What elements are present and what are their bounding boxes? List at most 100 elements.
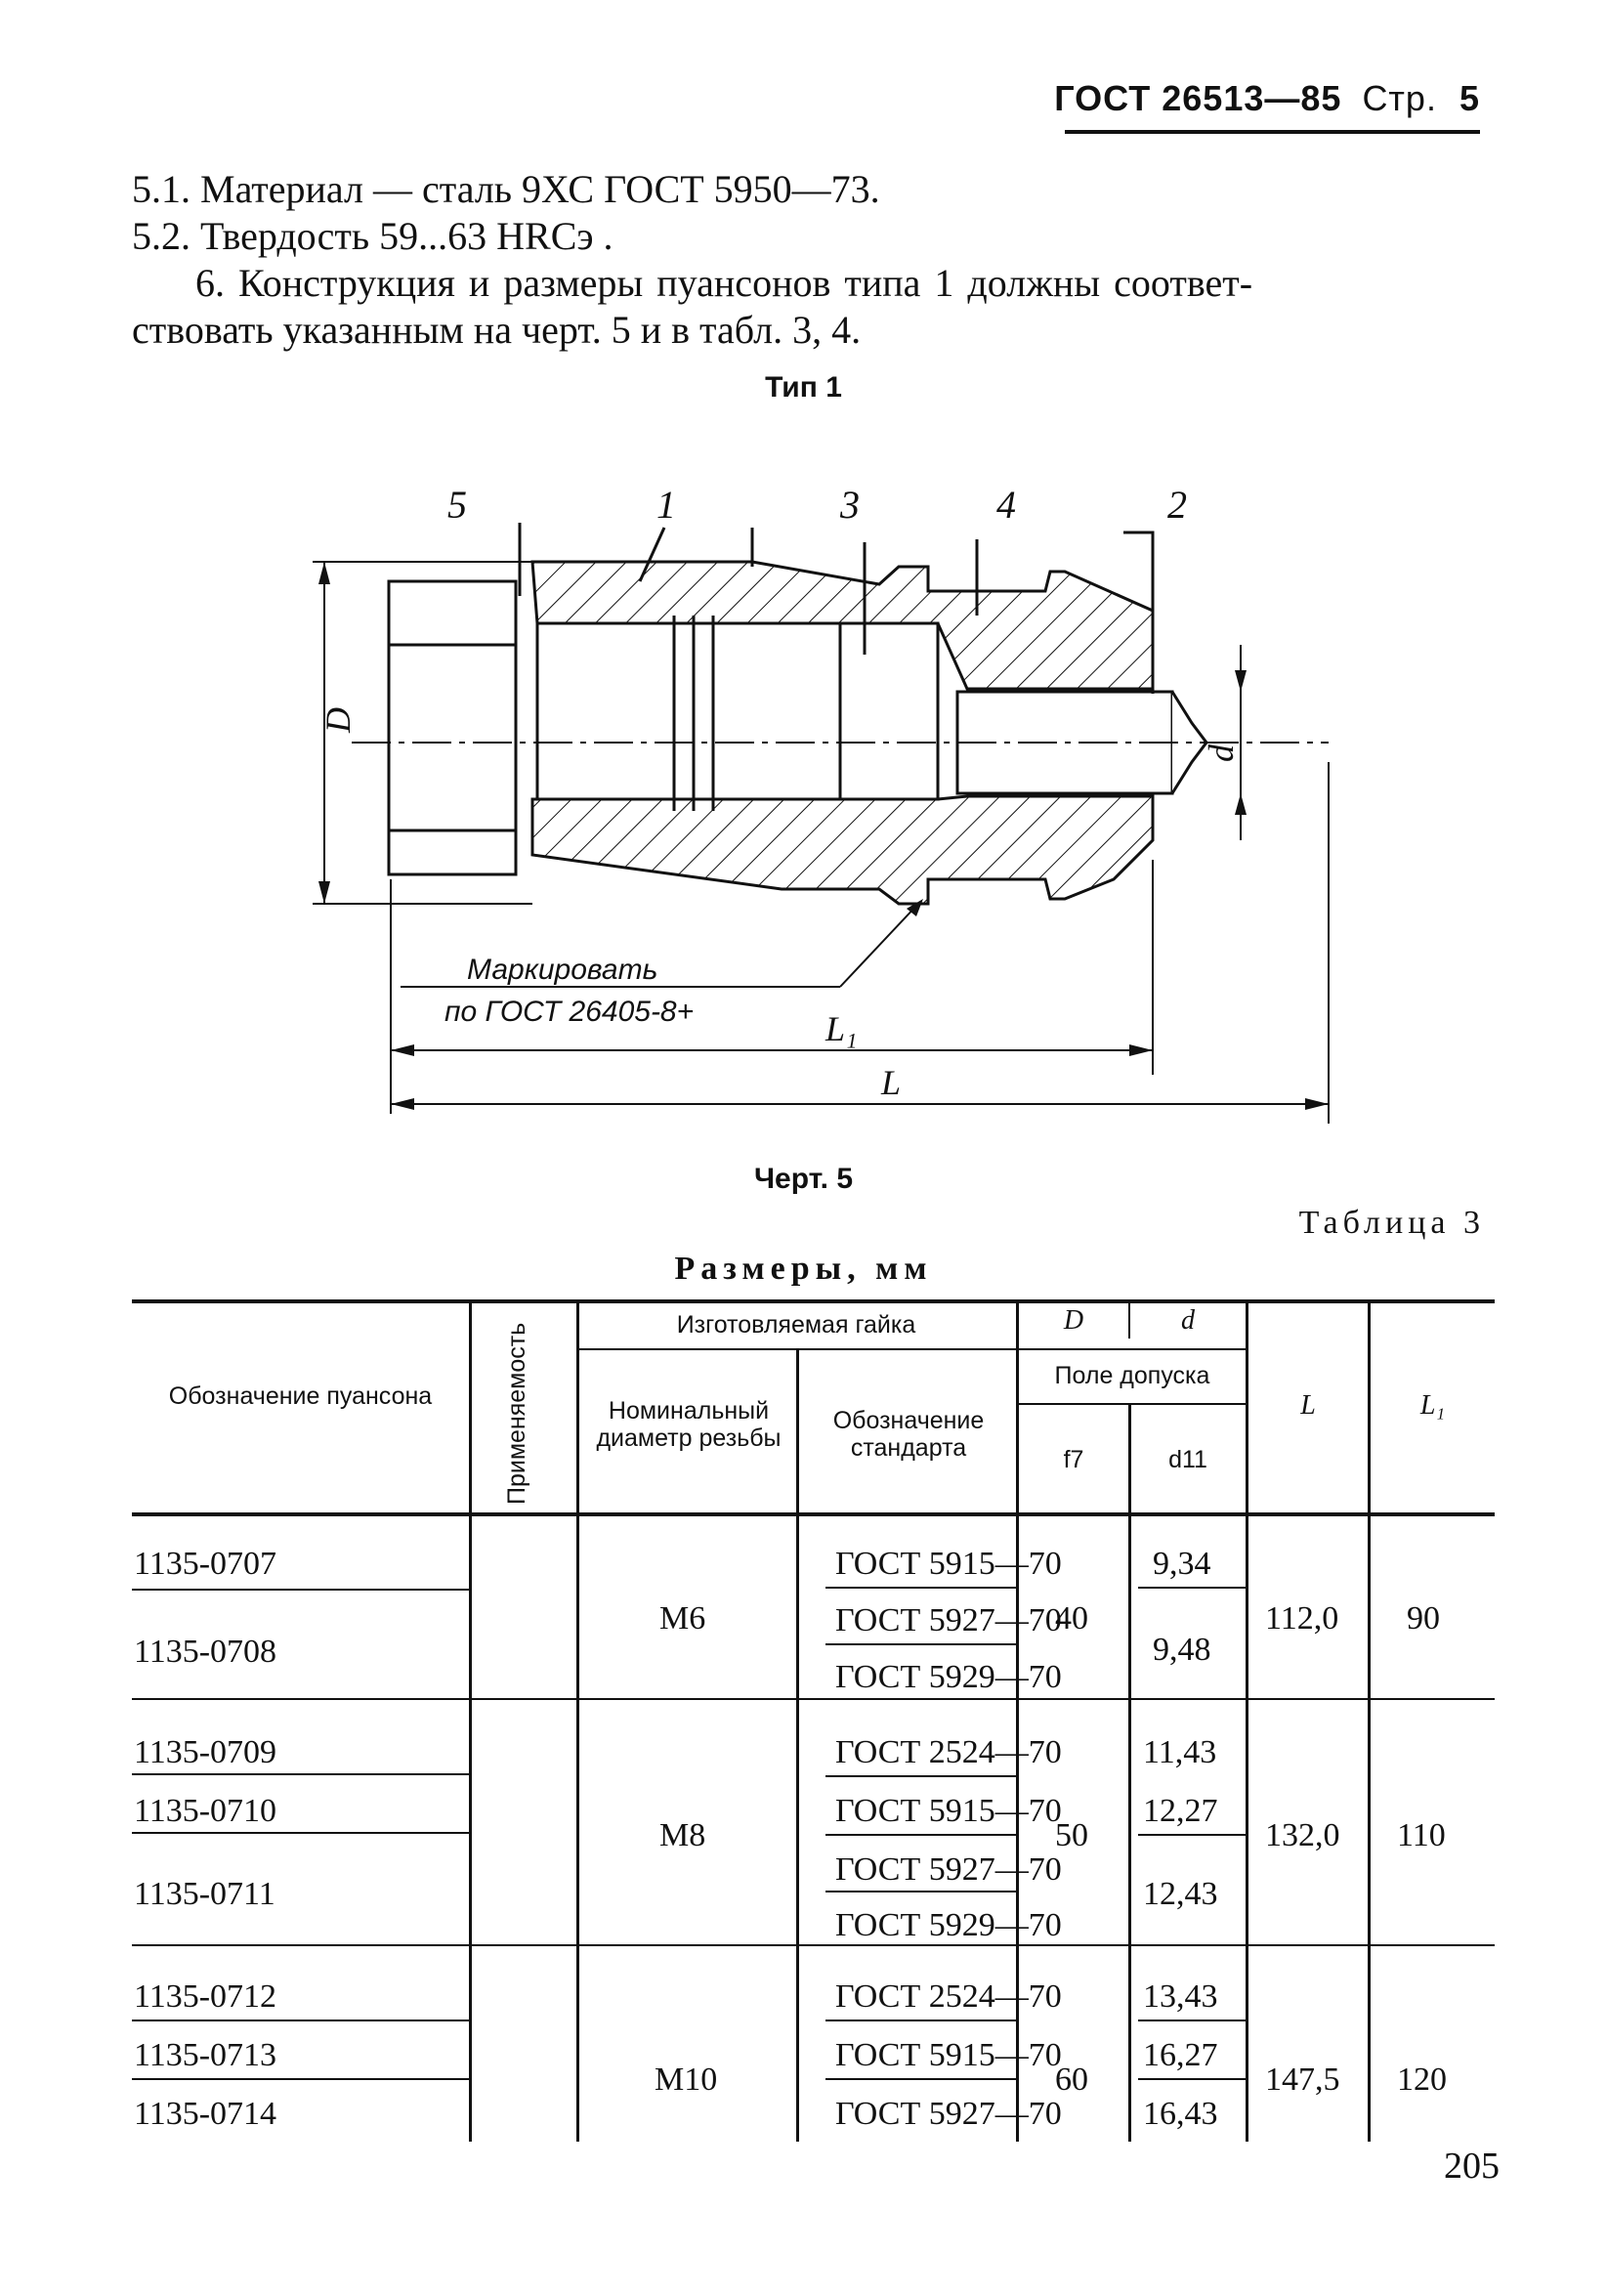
hdr-nominal-thread: Номинальный диаметр резьбы bbox=[596, 1397, 782, 1452]
header-bottom-rule bbox=[132, 1512, 1495, 1516]
table-title: Размеры, мм bbox=[674, 1251, 933, 1287]
d11-cell: 16,43 bbox=[1143, 2096, 1218, 2132]
designation-cell: 1135-0710 bbox=[134, 1793, 277, 1829]
row-rule bbox=[825, 1775, 1016, 1777]
D-cell: 50 bbox=[1055, 1817, 1088, 1853]
hdr-L1: L₁ bbox=[1419, 1390, 1446, 1421]
figure-caption: Черт. 5 bbox=[753, 1163, 854, 1195]
row-rule bbox=[825, 2020, 1016, 2021]
row-rule bbox=[1138, 2020, 1246, 2021]
row-rule bbox=[1138, 1834, 1246, 1836]
dimensions-table: Обозначение пуансона Применяемость Изгот… bbox=[132, 1299, 1495, 2142]
body-col-rule bbox=[1128, 1516, 1131, 2142]
standard-cell: ГОСТ 2524—70 bbox=[835, 1978, 1062, 2015]
L-cell: 147,5 bbox=[1265, 2062, 1340, 2098]
col-rule bbox=[1128, 1299, 1130, 1339]
body-col-rule bbox=[1016, 1516, 1019, 2142]
L1-cell: 90 bbox=[1407, 1600, 1440, 1637]
D-cell: 60 bbox=[1055, 2062, 1088, 2098]
d11-cell: 12,43 bbox=[1143, 1876, 1218, 1912]
row-rule bbox=[132, 1773, 469, 1775]
standard-cell: ГОСТ 5929—70 bbox=[835, 1659, 1062, 1695]
standard-cell: ГОСТ 5927—70 bbox=[835, 1851, 1062, 1888]
designation-cell: 1135-0712 bbox=[134, 1978, 277, 2015]
standard-cell: ГОСТ 5915—70 bbox=[835, 2037, 1062, 2073]
group-rule bbox=[132, 1698, 1495, 1700]
standard-cell: ГОСТ 5927—70 bbox=[835, 1602, 1062, 1638]
standard-cell: ГОСТ 5915—70 bbox=[835, 1546, 1062, 1582]
col-rule bbox=[1368, 1299, 1371, 1512]
hdr-applicability: Применяемость bbox=[503, 1322, 530, 1505]
hdr-d: d bbox=[1181, 1305, 1195, 1336]
hdr-d11: d11 bbox=[1168, 1446, 1207, 1473]
d11-cell: 16,27 bbox=[1143, 2037, 1218, 2073]
paragraph-hardness: 5.2. Твердость 59...63 HRCэ . bbox=[132, 214, 613, 258]
header-rule bbox=[1065, 130, 1480, 134]
designation-cell: 1135-0708 bbox=[134, 1634, 277, 1670]
thread-cell: М10 bbox=[655, 2062, 718, 2098]
sub-rule bbox=[1019, 1403, 1246, 1405]
callout-1: 1 bbox=[656, 483, 676, 527]
thread-cell: М8 bbox=[659, 1817, 706, 1853]
row-rule bbox=[1138, 1587, 1246, 1589]
dim-D-label: D bbox=[318, 707, 358, 734]
page-number: 205 bbox=[1444, 2146, 1500, 2187]
col-rule bbox=[1016, 1299, 1019, 1512]
standard-cell: ГОСТ 2524—70 bbox=[835, 1734, 1062, 1770]
hdr-designation: Обозначение пуансона bbox=[168, 1382, 433, 1410]
col-rule bbox=[1128, 1405, 1131, 1512]
table-top-rule bbox=[132, 1299, 1495, 1303]
hdr-L: L bbox=[1300, 1390, 1316, 1421]
row-rule bbox=[1138, 2078, 1246, 2080]
d11-cell: 13,43 bbox=[1143, 1978, 1218, 2015]
paragraph-material: 5.1. Материал — сталь 9ХС ГОСТ 5950—73. bbox=[132, 167, 880, 211]
paragraph-construction-1: 6. Конструкция и размеры пуансонов типа … bbox=[195, 261, 1253, 305]
d11-cell: 9,34 bbox=[1153, 1546, 1211, 1582]
designation-cell: 1135-0714 bbox=[134, 2096, 277, 2132]
dim-d-label: d bbox=[1202, 744, 1241, 762]
hdr-standard: Обозначение стандарта bbox=[832, 1407, 985, 1462]
col-rule bbox=[469, 1299, 472, 1512]
dim-L-label: L bbox=[880, 1063, 901, 1102]
D-cell: 40 bbox=[1055, 1600, 1088, 1637]
note-line-1: Маркировать bbox=[467, 954, 657, 986]
d11-cell: 12,27 bbox=[1143, 1793, 1218, 1829]
L1-cell: 110 bbox=[1397, 1817, 1446, 1853]
type-caption: Тип 1 bbox=[765, 371, 842, 404]
designation-cell: 1135-0713 bbox=[134, 2037, 277, 2073]
punch-drawing: 5 1 3 4 2 D d L₁ L Маркировать по ГОСТ 2… bbox=[293, 469, 1387, 1138]
callout-3: 3 bbox=[839, 483, 860, 527]
thread-cell: М6 bbox=[659, 1600, 706, 1637]
dim-L1-label: L₁ bbox=[825, 1009, 858, 1048]
hdr-f7: f7 bbox=[1063, 1446, 1084, 1473]
standard-cell: ГОСТ 5927—70 bbox=[835, 2096, 1062, 2132]
table-number: Таблица 3 bbox=[1298, 1205, 1485, 1241]
header-page-number: 5 bbox=[1459, 78, 1480, 118]
standard-code: ГОСТ 26513—85 bbox=[1054, 78, 1342, 118]
callout-2: 2 bbox=[1167, 483, 1187, 527]
sub-rule bbox=[1019, 1348, 1246, 1350]
row-rule bbox=[825, 2078, 1016, 2080]
page-label: Стр. bbox=[1362, 78, 1437, 118]
standard-cell: ГОСТ 5929—70 bbox=[835, 1907, 1062, 1943]
body-col-rule bbox=[1246, 1516, 1248, 2142]
body-col-rule bbox=[576, 1516, 579, 2142]
note-line-2: по ГОСТ 26405-8+ bbox=[444, 996, 694, 1028]
body-col-rule bbox=[796, 1516, 799, 2142]
standard-cell: ГОСТ 5915—70 bbox=[835, 1793, 1062, 1829]
d11-cell: 9,48 bbox=[1153, 1632, 1211, 1668]
L-cell: 112,0 bbox=[1265, 1600, 1339, 1637]
designation-cell: 1135-0709 bbox=[134, 1734, 277, 1770]
group-rule bbox=[132, 1944, 1495, 1946]
L1-cell: 120 bbox=[1397, 2062, 1447, 2098]
row-rule bbox=[132, 2020, 469, 2021]
col-rule bbox=[576, 1299, 579, 1512]
row-rule bbox=[132, 1589, 469, 1591]
paragraph-construction-2: ствовать указанным на черт. 5 и в табл. … bbox=[132, 308, 862, 352]
row-rule bbox=[132, 1832, 469, 1834]
d11-cell: 11,43 bbox=[1143, 1734, 1217, 1770]
callout-4: 4 bbox=[996, 483, 1016, 527]
col-rule bbox=[1246, 1299, 1248, 1512]
col-rule bbox=[796, 1348, 799, 1512]
callout-5: 5 bbox=[447, 483, 467, 527]
